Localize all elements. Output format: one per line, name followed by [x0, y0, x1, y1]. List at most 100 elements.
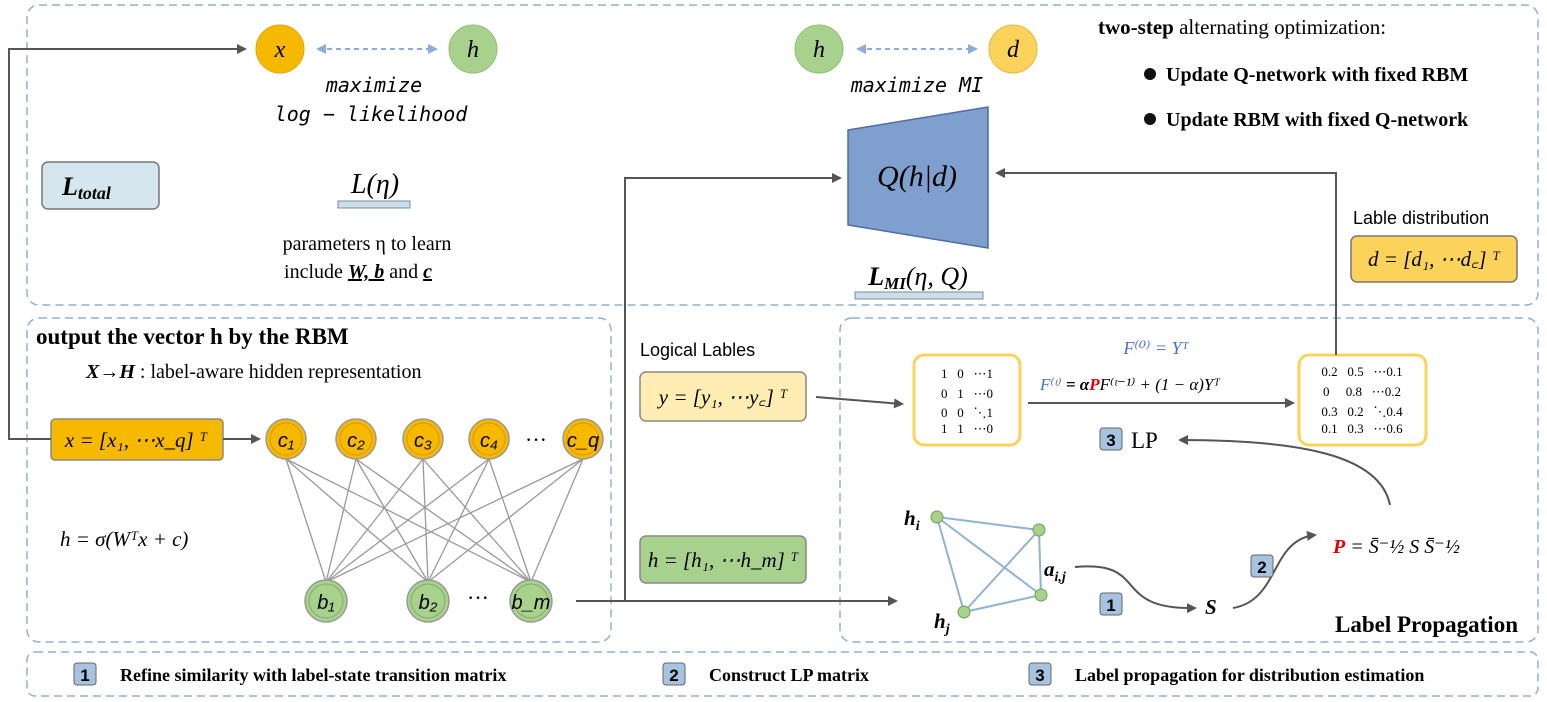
svg-text:b₁: b₁: [317, 592, 334, 614]
bullet-2-text: Update RBM with fixed Q-network: [1166, 109, 1469, 131]
h-to-q-arrow: [624, 173, 842, 601]
h-vector-box: [639, 535, 807, 584]
x-node-label: x: [274, 37, 286, 63]
l-mi-label: LMI(η, Q): [867, 262, 968, 293]
params-line1: parameters η to learn: [283, 233, 452, 255]
bullet-dot-1: [1144, 68, 1156, 80]
legend-badge-2-num: 2: [669, 666, 678, 685]
f-matrix-row-1: 0.2 0.5 ⋯0.1: [1321, 364, 1402, 379]
s-label: S: [1205, 595, 1217, 619]
graph-node-hi: [930, 510, 944, 524]
graph-node-hj: [957, 605, 971, 619]
legend-1-text: Refine similarity with label-state trans…: [120, 665, 506, 685]
h2-node-label: h: [813, 37, 825, 63]
graph-node-4: [1034, 588, 1048, 602]
two-step-heading: two-step alternating optimization:: [1098, 15, 1386, 39]
lable-distribution-title: Lable distribution: [1353, 208, 1489, 228]
y-matrix-row-2: 0 1 ⋯0: [941, 386, 993, 401]
d-node: [988, 24, 1038, 74]
l-mi-underbar: [854, 291, 984, 300]
aij-label: ai,j: [1044, 557, 1066, 585]
p-to-lp-arrow: [1178, 435, 1391, 506]
ft-formula: F⁽ᵗ⁾ = αPF⁽ᵗ⁻¹⁾ + (1 − α)Yᵀ: [1039, 375, 1220, 394]
h2-node: [794, 24, 844, 74]
c-node-4: c₄: [468, 418, 510, 460]
q-network-shape: [847, 106, 989, 249]
rbm-panel: [26, 317, 612, 643]
rbm-formula: h = σ(Wᵀx + c): [60, 527, 188, 551]
logical-lables-title: Logical Lables: [640, 340, 755, 360]
x-vector-text: x = [x₁, ⋯x_q] ᵀ: [64, 428, 208, 452]
badge-1-graph-num: 1: [1106, 596, 1115, 615]
badge-3-lp-num: 3: [1106, 431, 1115, 450]
c-node-q: c_q: [562, 418, 604, 460]
b-ellipsis: ···: [467, 585, 489, 610]
lp-label: LP: [1131, 428, 1158, 453]
legend-2-text: Construct LP matrix: [709, 665, 869, 685]
c-ellipsis: ···: [525, 427, 547, 452]
badge-3-lp: [1099, 427, 1123, 451]
h-vector-text: h = [h₁, ⋯h_m] ᵀ: [648, 548, 799, 572]
lp-section-title: Label Propagation: [1335, 612, 1518, 637]
c-node-2: c₂: [335, 418, 377, 460]
maximize-mi-text: maximize MI: [850, 73, 983, 97]
svg-text:b_m: b_m: [512, 592, 551, 614]
p-formula: P = S̄⁻½ S S̄⁻½: [1332, 536, 1460, 558]
y-vector-text: y = [y₁, ⋯y꜀] ᵀ: [657, 385, 788, 409]
l-eta-label: L(η): [350, 169, 399, 200]
bullet-dot-2: [1144, 113, 1156, 125]
legend-badge-2: [662, 662, 686, 686]
h-node-label: h: [467, 37, 479, 63]
svg-text:c_q: c_q: [567, 430, 599, 452]
rbm-title: output the vector h by the RBM: [36, 324, 349, 349]
svg-text:c₄: c₄: [480, 430, 498, 452]
f-matrix-row-2: 0 0.8 ⋯0.2: [1323, 384, 1401, 399]
graph-node-2: [1032, 523, 1046, 537]
d-vector-box: [1350, 235, 1518, 283]
log-likelihood-text: log − likelihood: [275, 102, 469, 126]
d-vector-text: d = [d₁, ⋯d꜀] ᵀ: [1368, 247, 1501, 271]
svg-text:c₁: c₁: [278, 430, 294, 452]
svg-text:c₂: c₂: [347, 430, 365, 452]
b-node-1: b₁: [304, 579, 348, 623]
svg-text:c₃: c₃: [414, 430, 432, 452]
hj-label: hj: [934, 609, 950, 637]
legend-badge-3: [1028, 662, 1052, 686]
f0-formula: F⁽⁰⁾ = Yᵀ: [1122, 338, 1189, 358]
hi-label: hi: [904, 506, 920, 534]
aij-to-s-arrow: [1074, 565, 1197, 614]
params-line2: include W, b and c: [284, 261, 432, 283]
f-matrix-row-4: 0.1 0.3 ⋯0.6: [1321, 421, 1403, 436]
b-node-2: b₂: [406, 579, 450, 623]
y-matrix-row-3: 0 0 ⋱1: [941, 405, 993, 420]
c-node-1: c₁: [265, 418, 307, 460]
l-total-label: Ltotal: [61, 172, 111, 203]
l-total-box: [41, 161, 160, 210]
f-matrix: [1297, 353, 1428, 447]
l-eta-underbar: [337, 200, 411, 209]
f-to-q-arrow: [995, 168, 1337, 355]
rbm-edges: [285, 458, 584, 583]
y-to-matrix-arrow: [815, 396, 904, 409]
top-panel: [26, 4, 1539, 306]
y-matrix-row-1: 1 0 ⋯1: [941, 366, 993, 381]
h-node: [448, 24, 498, 74]
bullet-1-text: Update Q-network with fixed RBM: [1166, 64, 1468, 86]
f-matrix-row-3: 0.3 0.2 ⋱0.4: [1321, 404, 1403, 419]
maximize-text: maximize: [325, 73, 422, 97]
y-matrix: [912, 353, 1022, 447]
similarity-graph: [936, 516, 1042, 613]
legend-badge-1: [73, 662, 97, 686]
legend-badge-3-num: 3: [1035, 666, 1044, 685]
legend-badge-1-num: 1: [80, 666, 89, 685]
rbm-subtitle: X→H : label-aware hidden representation: [85, 361, 421, 383]
s-to-p-arrow: [1232, 530, 1317, 609]
d-node-label: d: [1007, 37, 1020, 63]
y-matrix-row-4: 1 1 ⋯0: [941, 421, 993, 436]
badge-2-graph-num: 2: [1257, 558, 1266, 577]
badge-2-graph: [1250, 554, 1274, 578]
b-node-m: b_m: [509, 579, 553, 623]
q-network-label: Q(h|d): [877, 160, 957, 193]
legend-3-text: Label propagation for distribution estim…: [1075, 665, 1424, 685]
y-vector-box: [639, 371, 807, 422]
